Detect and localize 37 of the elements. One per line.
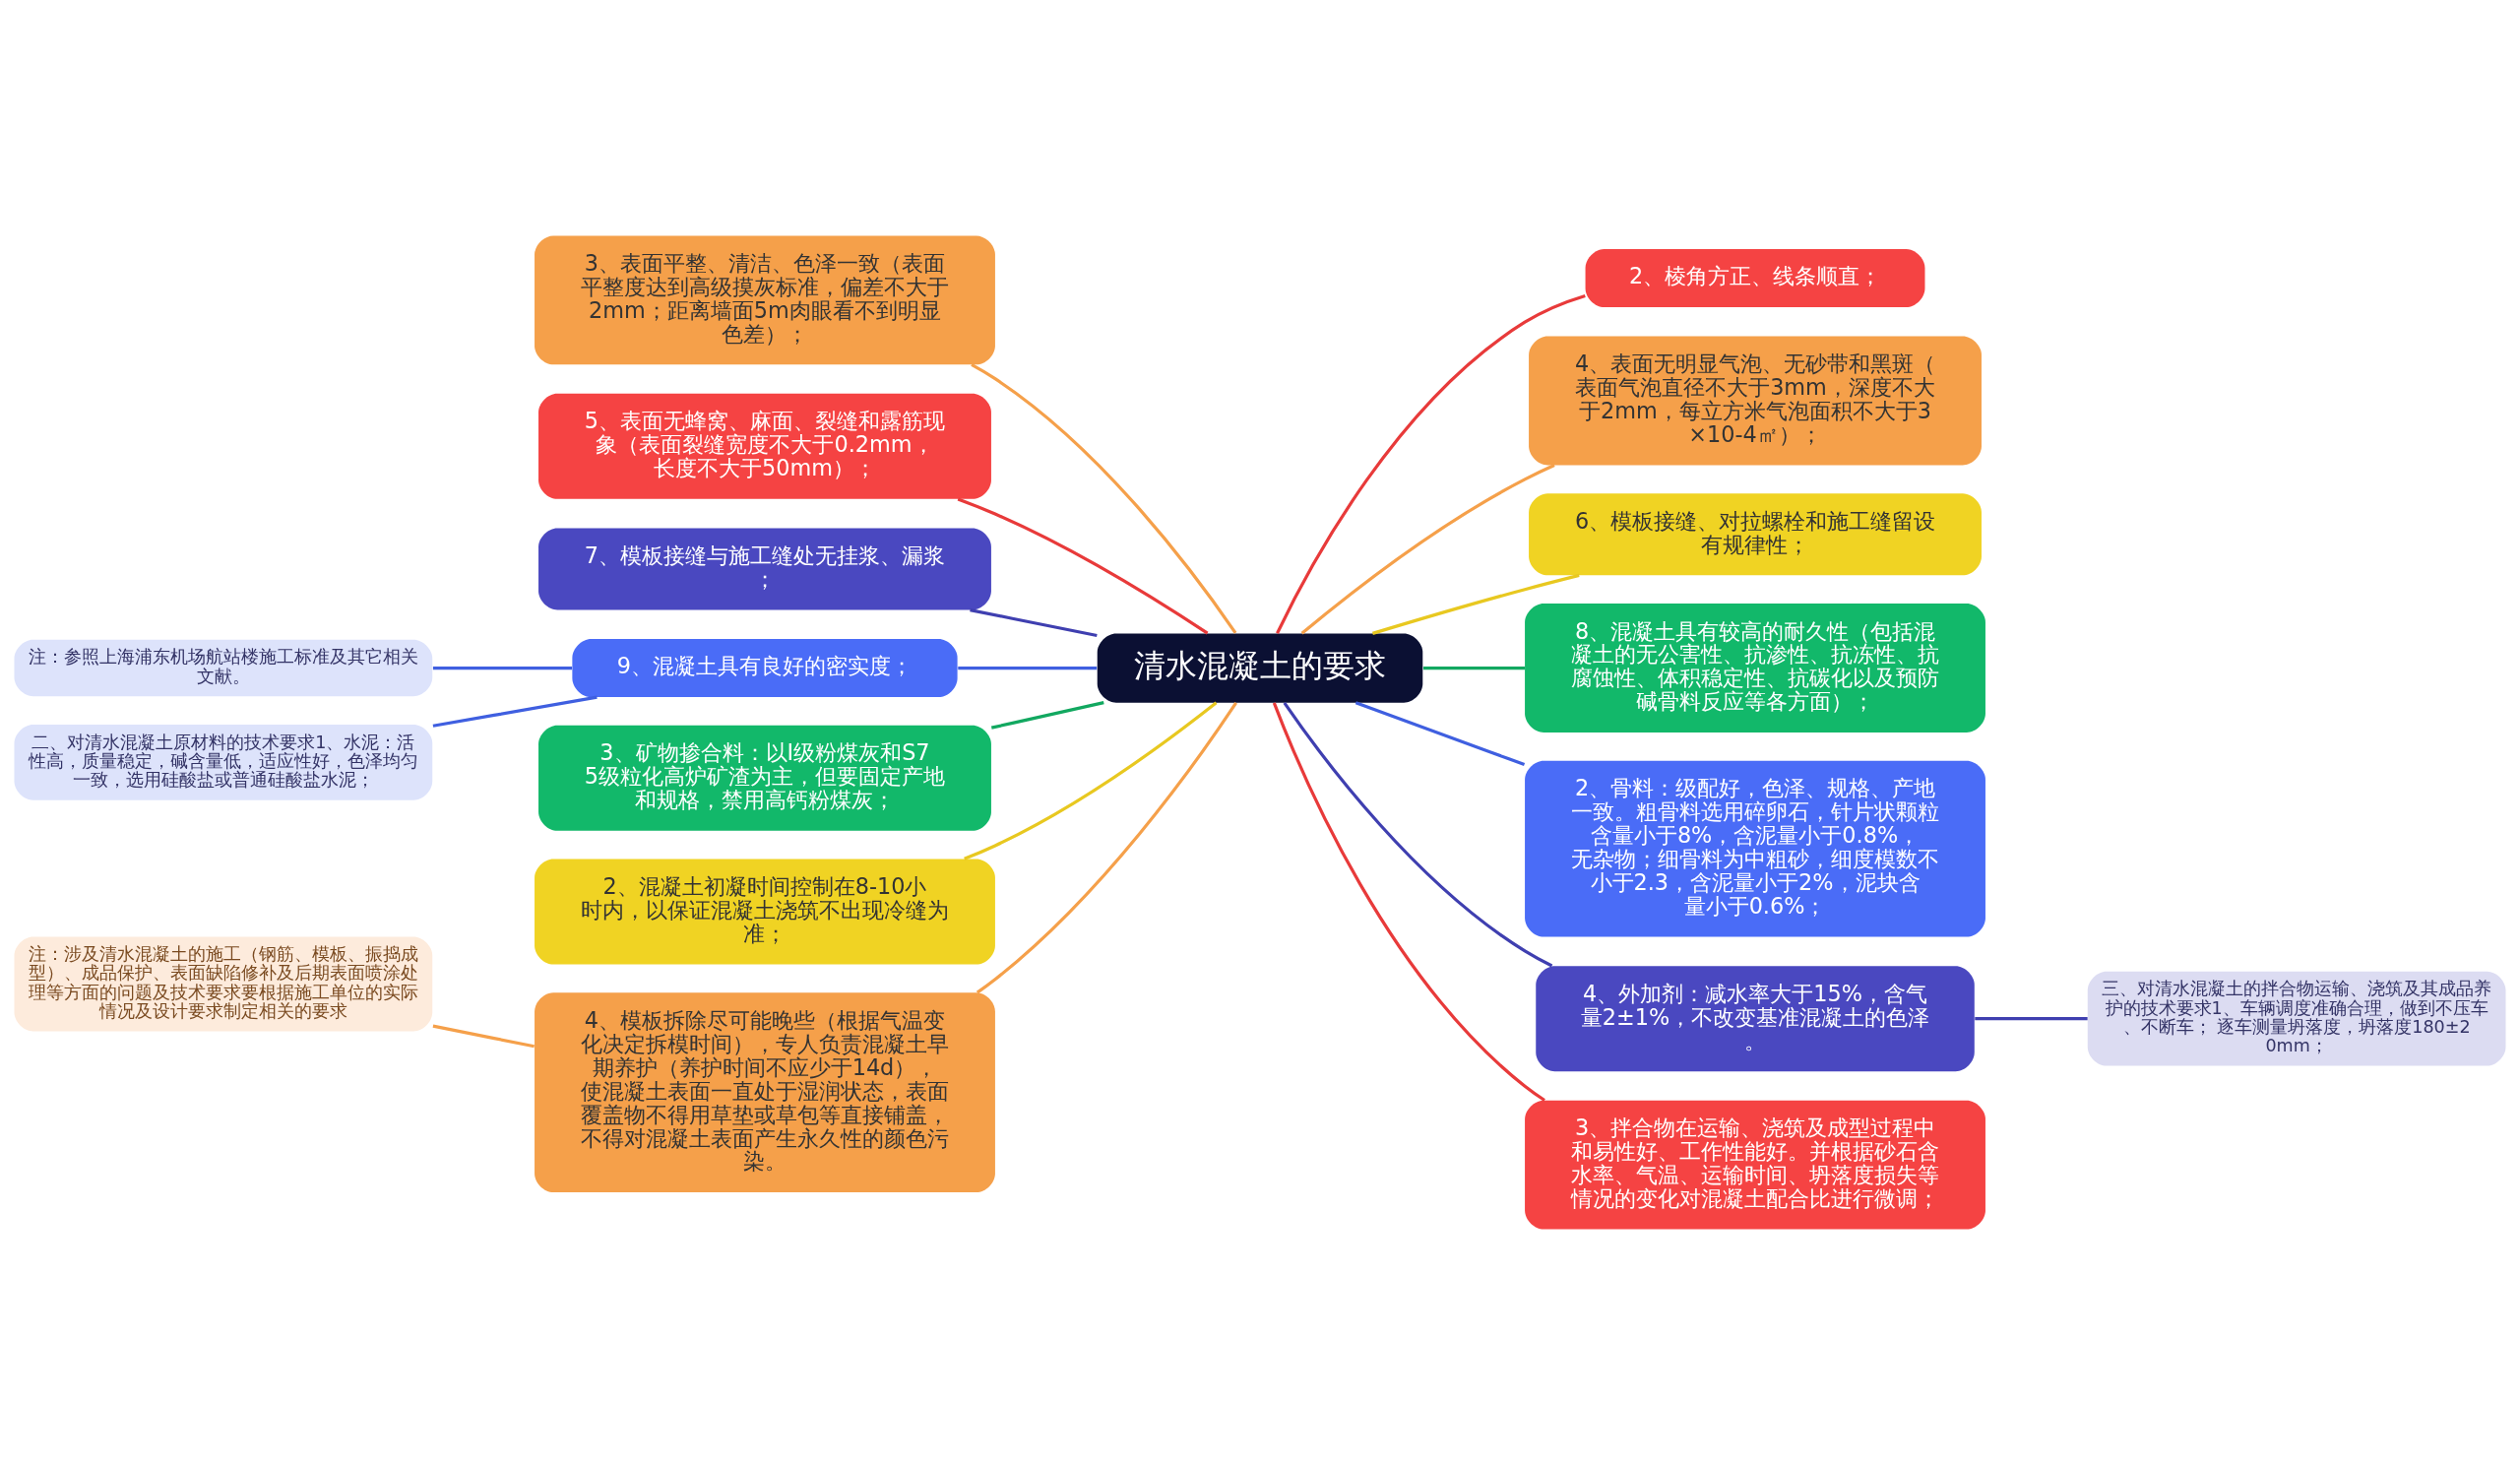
connector	[1283, 701, 1553, 968]
node-box: 3、矿物掺合料：以I级粉煤灰和S75级粒化高炉矿渣为主，但要固定产地和规格，禁用高钙粉煤灰；	[538, 725, 991, 831]
node-box: 2、混凝土初凝时间控制在8-10小时内，以保证混凝土浇筑不出现冷缝为准；	[535, 859, 995, 965]
connector	[964, 701, 1218, 860]
connector	[1372, 573, 1580, 635]
node-box: 注：参照上海浦东机场航站楼施工标准及其它相关文献。	[14, 639, 433, 697]
node-box: 5、表面无蜂窝、麻面、裂缝和露筋现象（表面裂缝宽度不大于0.2mm，长度不大于50mm）；	[538, 393, 991, 499]
connector	[1276, 293, 1586, 634]
connector	[971, 363, 1237, 634]
node-box: 注：涉及清水混凝土的施工（钢筋、模板、振捣成型）、成品保护、表面缺陷修补及后期表面喷涂处理等方面的问题及技术要求要根据施工单位的实际情况及设计要求制定相关的要求	[14, 936, 433, 1032]
node-box: 2、骨料：级配好，色泽、规格、产地一致。粗骨料选用碎卵石，针片状颗粒含量小于8%，含泥量小于0.8%，无杂物；细骨料为中粗砂，细度模数不小于2.3，含泥量小于2%，泥块含量小于0.6%；	[1525, 760, 1985, 937]
connector	[970, 608, 1098, 638]
node-box: 6、模板接缝、对拉螺栓和施工缝留设有规律性；	[1529, 493, 1982, 576]
node-box: 4、外加剂：减水率大于15%，含气量2±1%，不改变基准混凝土的色泽。	[1536, 966, 1975, 1072]
node-box: 4、模板拆除尽可能晚些（根据气温变化决定拆模时间），专人负责混凝土早期养护（养护时间不应少于14d），使混凝土表面一直处于湿润状态，表面覆盖物不得用草垫或草包等直接铺盖，不得对混凝土表面产生永久性的颜色污染。	[535, 992, 995, 1193]
node-box: 三、对清水混凝土的拌合物运输、浇筑及其成品养护的技术要求1、车辆调度准确合理，做到不压车、不断车； 逐车测量坍落度，坍落度180±20mm；	[2087, 971, 2506, 1066]
connector	[957, 497, 1209, 635]
node-box: 3、拌合物在运输、浇筑及成型过程中和易性好、工作性能好。并根据砂石含水率、气温、运输时间、坍落度损失等情况的变化对混凝土配合比进行微调；	[1525, 1100, 1985, 1230]
connector	[1354, 701, 1526, 767]
connector	[1300, 464, 1555, 635]
connector	[990, 701, 1104, 730]
node-box: 清水混凝土的要求	[1097, 633, 1423, 703]
connector	[1422, 666, 1526, 670]
node-box: 7、模板接缝与施工缝处无挂浆、漏浆；	[538, 528, 991, 610]
connector	[432, 695, 598, 728]
connector	[1975, 1017, 2088, 1021]
node-box: 8、混凝土具有较高的耐久性（包括混凝土的无公害性、抗渗性、抗冻性、抗腐蚀性、体积稳定性、抗碳化以及预防碱骨料反应等各方面）；	[1525, 604, 1985, 732]
node-box: 二、对清水混凝土原材料的技术要求1、水泥：活性高，质量稳定，碱含量低，适应性好，色泽均匀一致，选用硅酸盐或普通硅酸盐水泥；	[14, 725, 433, 800]
node-box: 4、表面无明显气泡、无砂带和黑斑（表面气泡直径不大于3mm，深度不大于2mm，每立方米气泡面积不大于3×10-4㎡）；	[1529, 336, 1982, 466]
node-box: 3、表面平整、清洁、色泽一致（表面平整度达到高级摸灰标准，偏差不大于2mm；距离墙面5m肉眼看不到明显色差）；	[535, 235, 995, 365]
node-box: 2、棱角方正、线条顺直；	[1585, 248, 1925, 308]
connector	[1272, 702, 1545, 1102]
connector	[432, 1024, 535, 1049]
node-box: 9、混凝土具有良好的密实度；	[572, 639, 958, 698]
connector	[958, 666, 1098, 670]
connector	[976, 702, 1237, 994]
connector	[432, 666, 573, 670]
